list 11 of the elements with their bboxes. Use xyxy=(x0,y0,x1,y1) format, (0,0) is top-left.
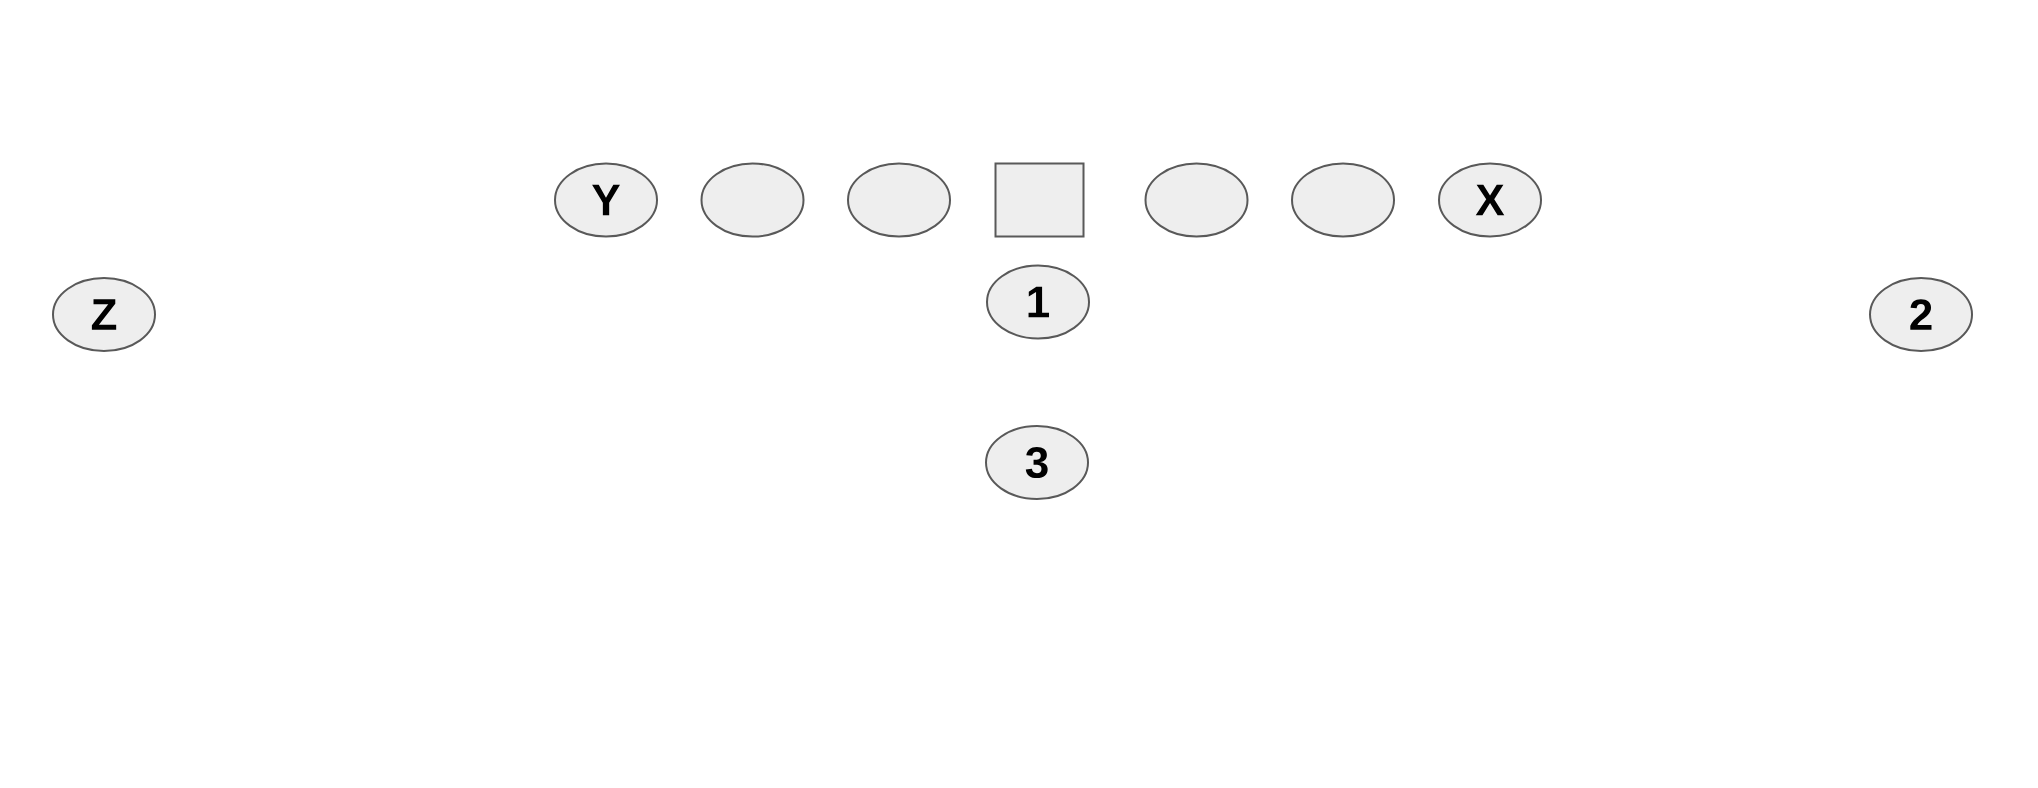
player-oval: X xyxy=(1438,162,1542,238)
player-oval xyxy=(700,162,805,238)
player-oval: Y xyxy=(554,162,658,238)
player-oval xyxy=(1144,162,1249,238)
player-square xyxy=(994,162,1085,238)
player-oval: 3 xyxy=(985,425,1089,500)
player-oval xyxy=(847,162,951,238)
player-oval: Z xyxy=(52,277,156,352)
player-oval xyxy=(1291,162,1395,238)
player-oval: 2 xyxy=(1869,277,1973,352)
player-oval: 1 xyxy=(986,264,1090,340)
